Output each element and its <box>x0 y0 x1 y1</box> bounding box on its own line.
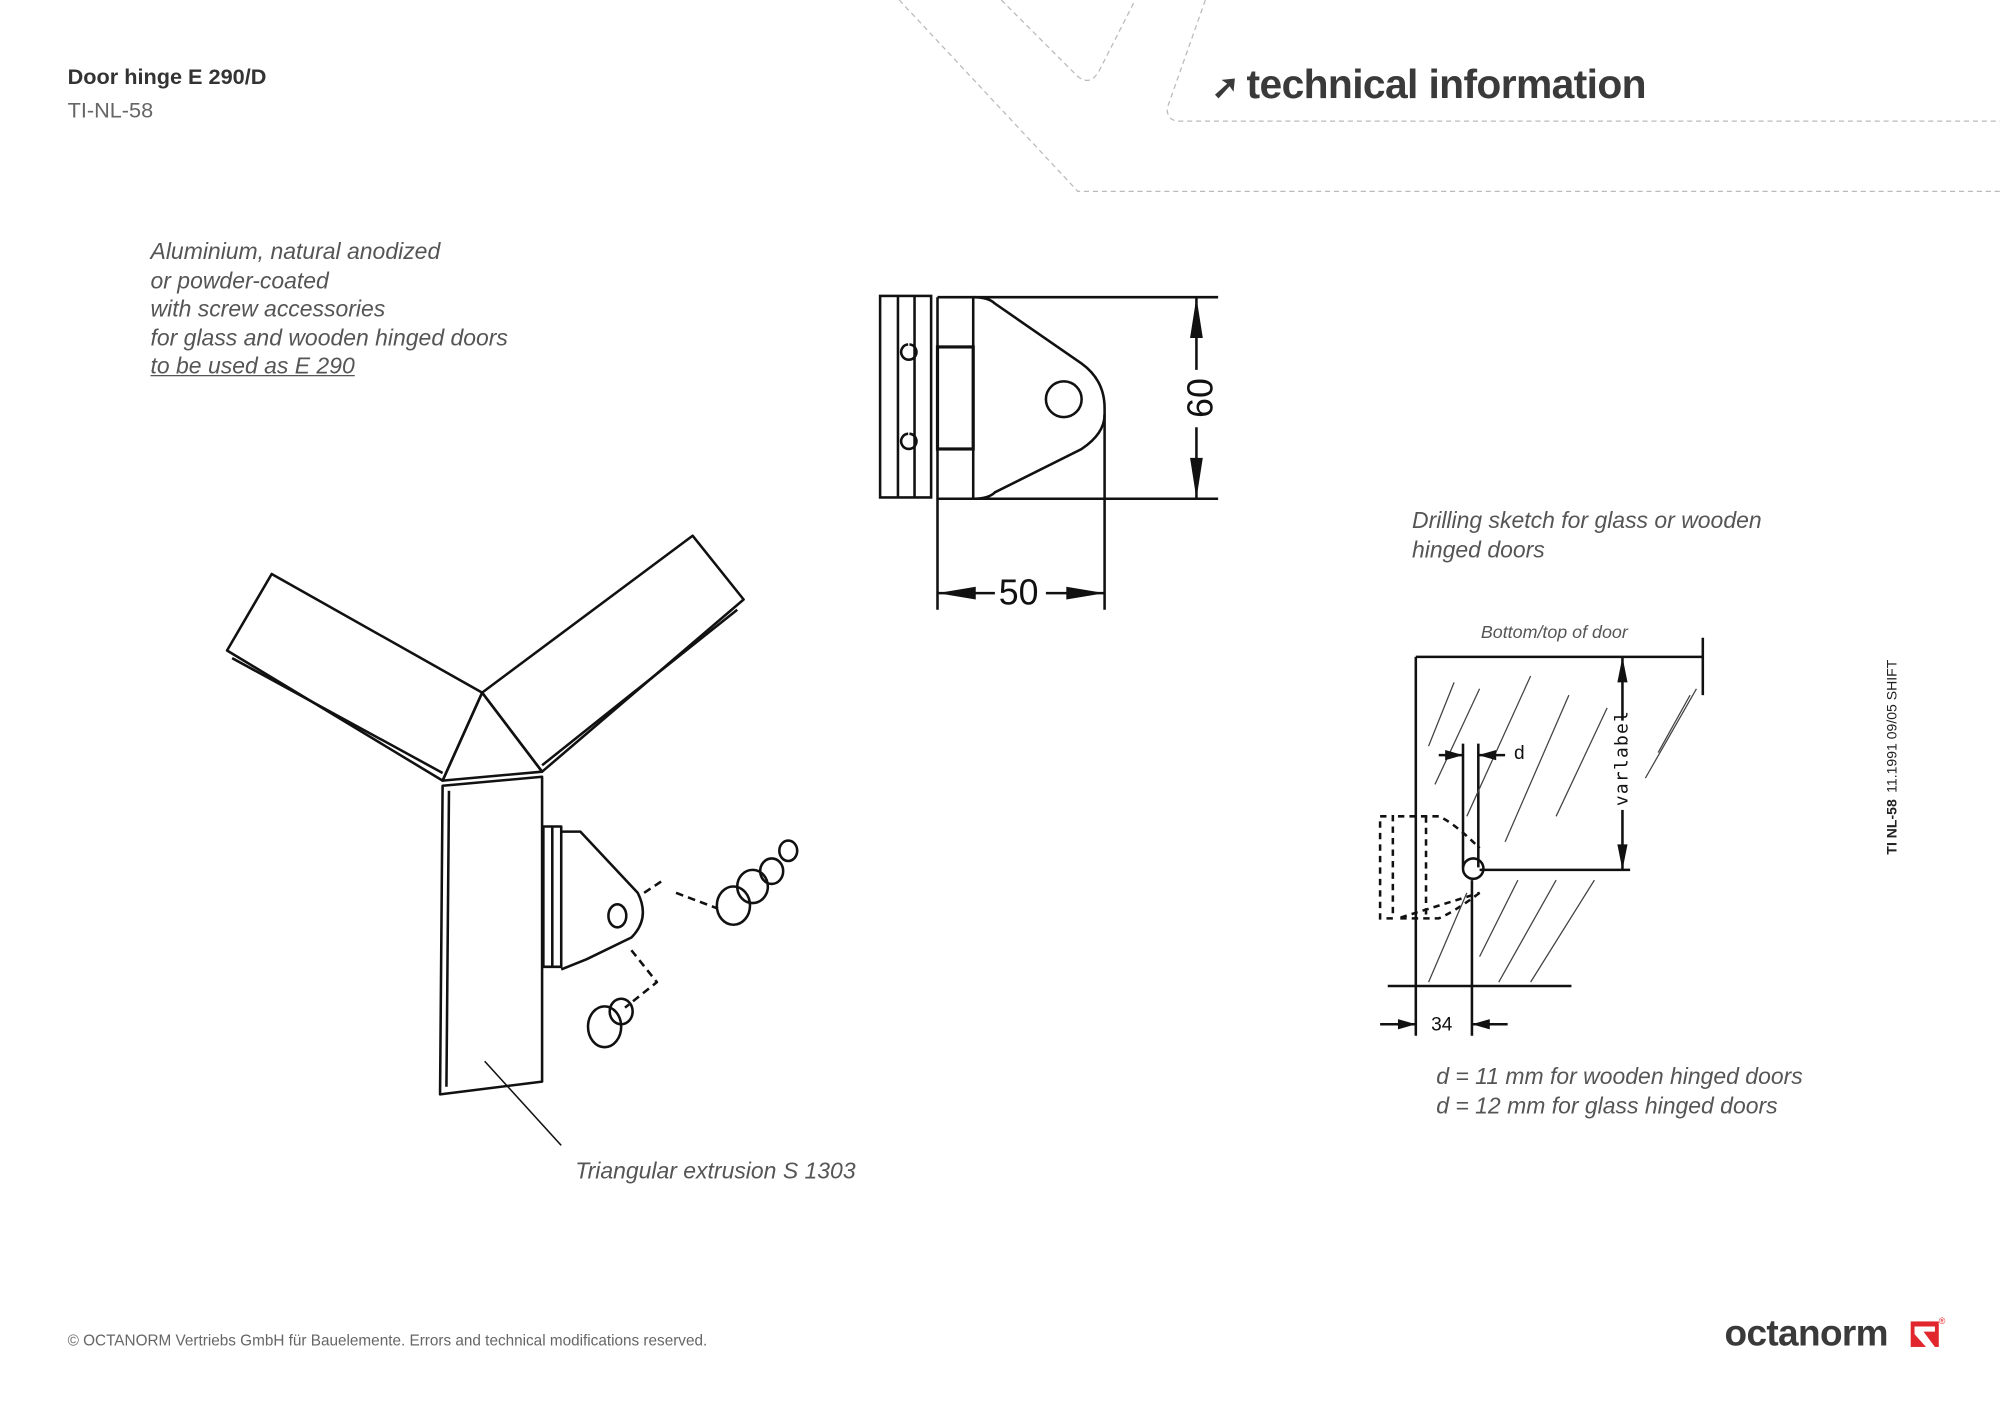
product-description: Aluminium, natural anodized or powder-co… <box>151 237 508 380</box>
section-title: ➚technical information <box>1211 61 1647 108</box>
footer-copyright: © OCTANORM Vertriebs GmbH für Bauelement… <box>67 1331 708 1350</box>
page-title: Door hinge E 290/D <box>67 65 267 90</box>
arrow-up-right-icon: ➚ <box>1211 67 1240 106</box>
octanorm-logo: octanorm <box>1724 1313 1888 1356</box>
description-line: with screw accessories <box>150 295 386 322</box>
drilling-caption-line: Drilling sketch for glass or wooden <box>1411 507 1762 534</box>
dimension-variable: varlabel <box>1612 709 1633 807</box>
header-decoration <box>898 0 2000 192</box>
description-line: or powder-coated <box>150 267 329 293</box>
drilling-notes: d = 11 mm for wooden hinged doors d = 12… <box>1436 1062 1803 1119</box>
dimension-34: 34 <box>1431 1014 1453 1036</box>
drilling-note: d = 11 mm for wooden hinged doors <box>1436 1063 1803 1090</box>
edge-label: Bottom/top of door <box>1480 621 1628 642</box>
drilling-sketch <box>1378 637 1705 1036</box>
side-stamp-info: 11.1991 09/05 SHIFT <box>1885 659 1901 793</box>
section-title-text: technical information <box>1246 61 1647 108</box>
registered-mark: ® <box>1938 1317 1946 1327</box>
description-line: for glass and wooden hinged doors <box>150 324 508 351</box>
side-stamp-code: TI NL-58 <box>1885 799 1901 855</box>
hinge-top-view <box>878 294 1219 610</box>
dimension-50: 50 <box>998 572 1039 613</box>
dimension-arrows <box>937 297 1203 600</box>
dimension-d: d <box>1514 742 1525 765</box>
extrusion-label: Triangular extrusion S 1303 <box>575 1158 856 1184</box>
octanorm-logo-mark <box>1910 1321 1939 1347</box>
logo-text: octanorm <box>1724 1313 1888 1355</box>
description-line: to be used as E 290 <box>150 353 355 379</box>
document-code: TI-NL-58 <box>67 98 154 123</box>
description-line: Aluminium, natural anodized <box>150 238 441 265</box>
dimension-60: 60 <box>1180 378 1221 418</box>
drilling-note: d = 12 mm for glass hinged doors <box>1436 1092 1778 1118</box>
drilling-caption-line: hinged doors <box>1411 536 1545 562</box>
drilling-caption: Drilling sketch for glass or wooden hing… <box>1412 506 1762 563</box>
side-stamp: TI NL-58 11.1991 09/05 SHIFT <box>1885 660 1900 855</box>
triangular-extrusion-drawing <box>225 534 799 1146</box>
